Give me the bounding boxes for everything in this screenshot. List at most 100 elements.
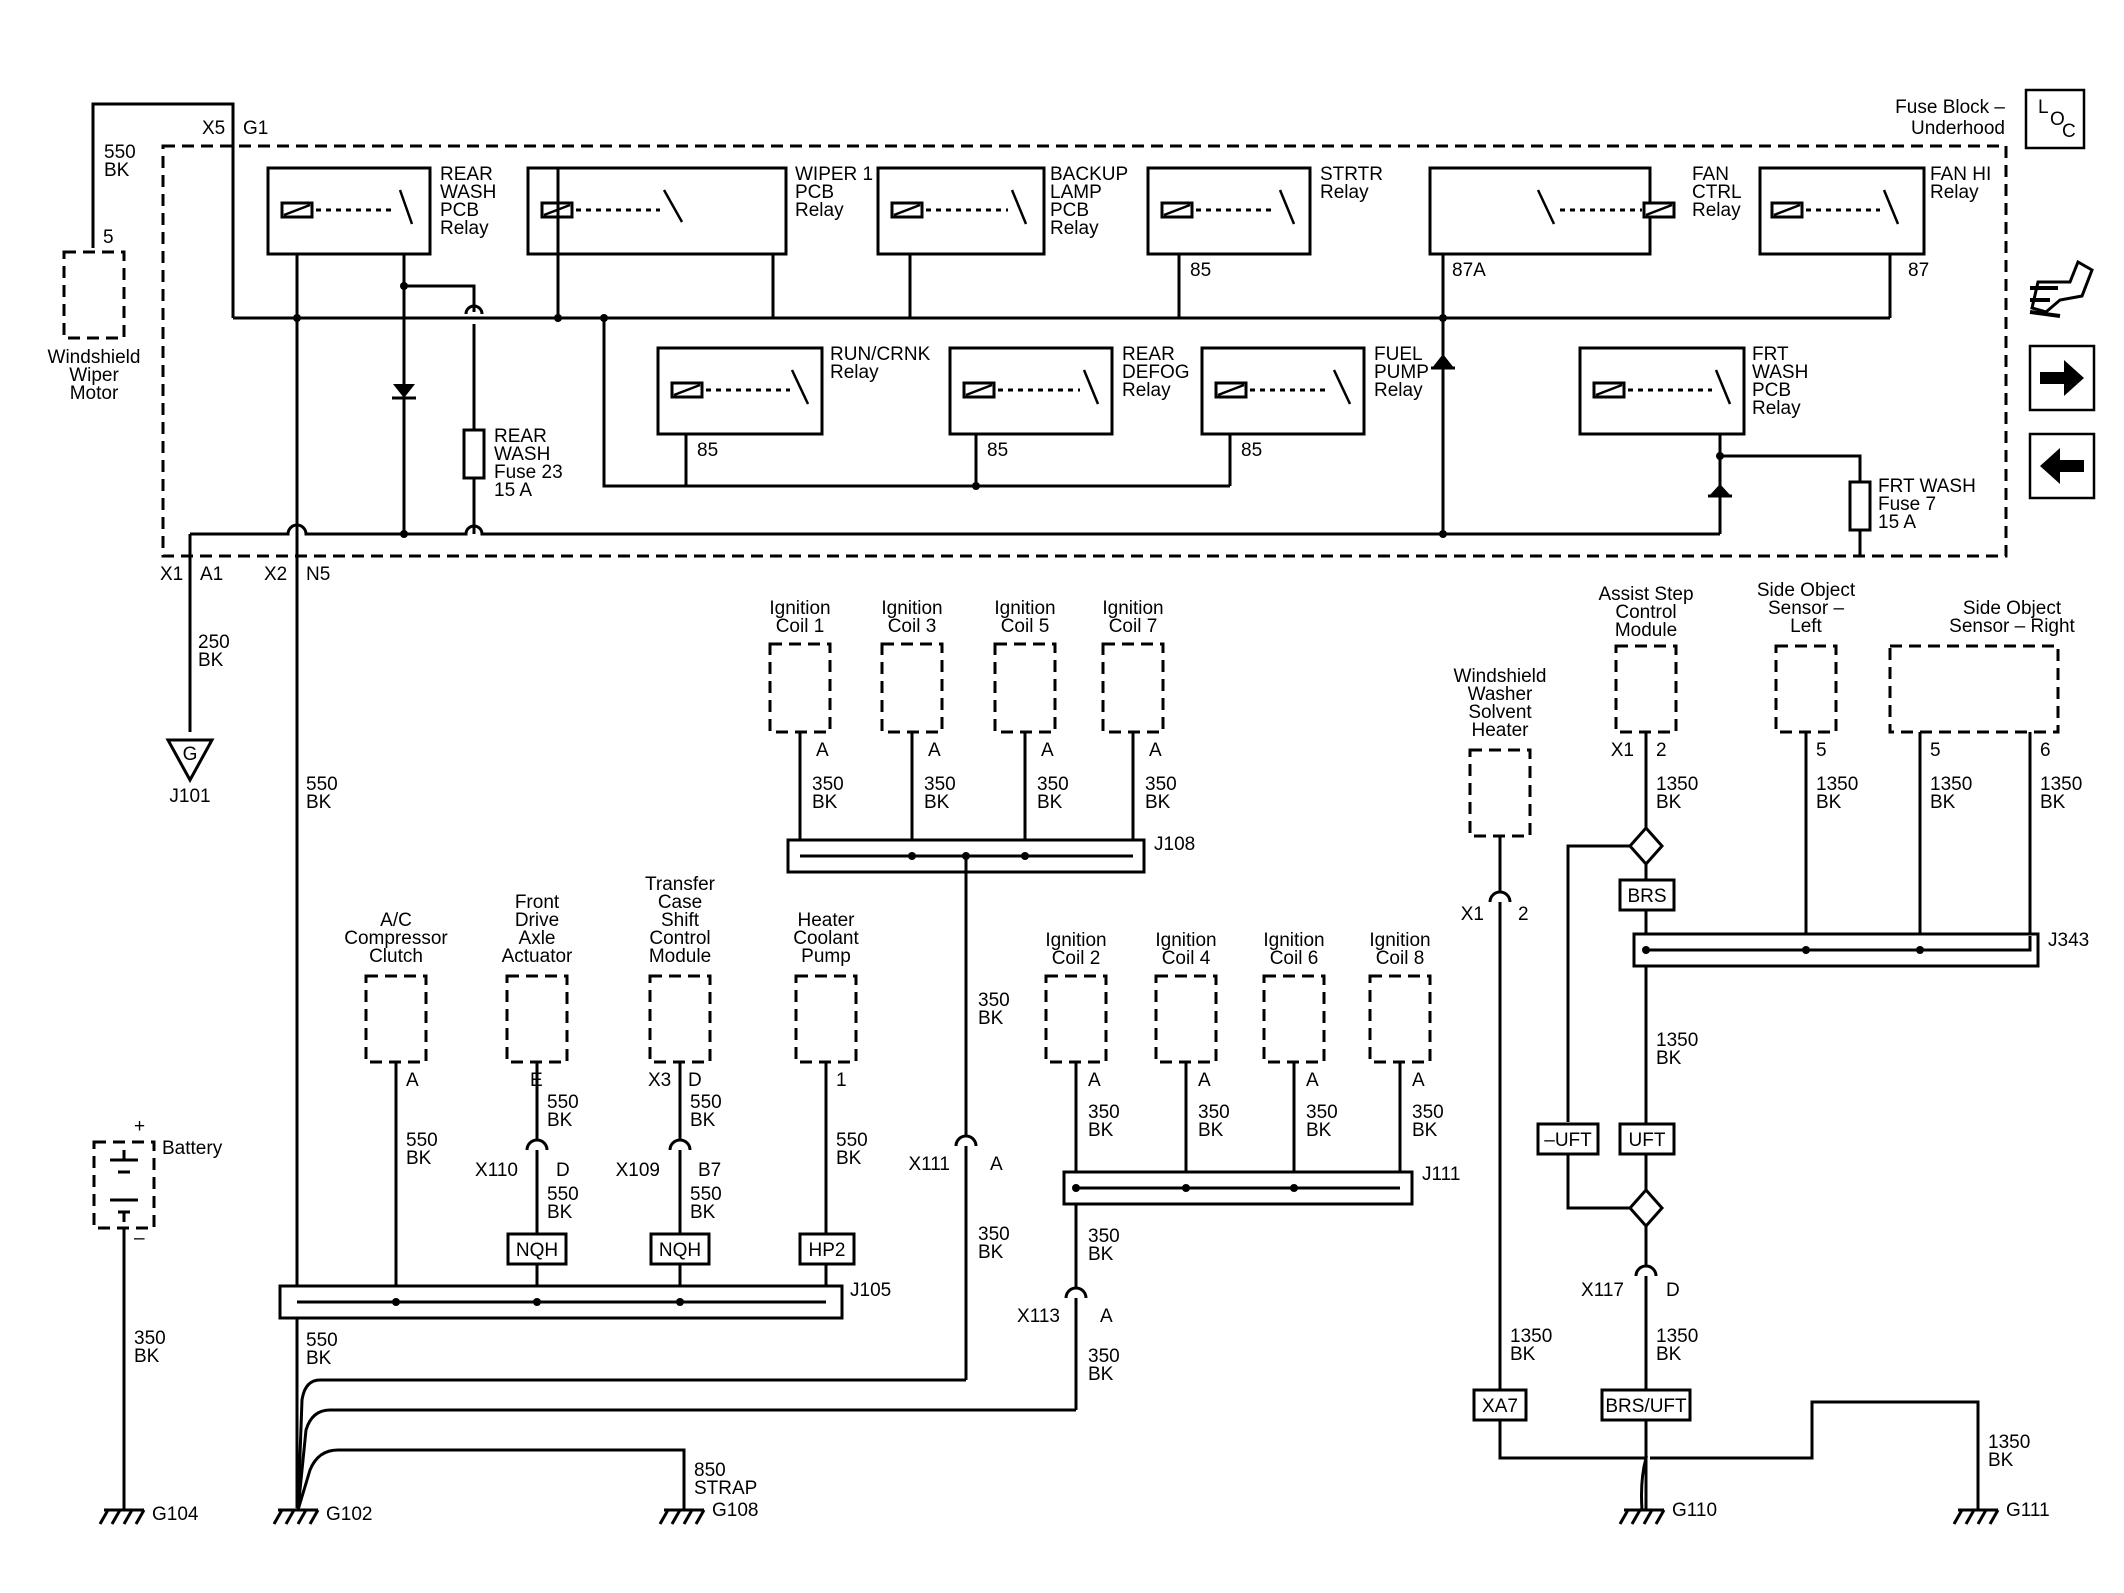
svg-text:X3: X3	[648, 1070, 671, 1091]
fuse-block-boundary	[161, 144, 2008, 558]
component-locator-icon[interactable]	[2029, 259, 2094, 318]
diode-frt-wash	[1709, 484, 1731, 496]
svg-text:550: 550	[836, 1130, 868, 1151]
fuse-rear-wash	[462, 428, 486, 480]
svg-text:A: A	[1100, 1306, 1113, 1327]
svg-text:350: 350	[134, 1328, 166, 1349]
svg-text:Clutch: Clutch	[369, 946, 423, 967]
svg-text:Assist Step: Assist Step	[1598, 584, 1693, 605]
svg-text:PUMP: PUMP	[1374, 362, 1429, 383]
wire-relay-row2-bus	[602, 318, 1230, 488]
svg-text:BK: BK	[1930, 792, 1956, 813]
option-diamond-top	[1627, 825, 1665, 867]
svg-text:PCB: PCB	[1752, 380, 1791, 401]
svg-text:STRAP: STRAP	[694, 1478, 757, 1499]
svg-text:A: A	[928, 740, 941, 761]
ac-compressor-clutch: A/C Compressor Clutch	[344, 910, 448, 1064]
svg-text:Module: Module	[1615, 620, 1677, 641]
svg-text:BK: BK	[406, 1148, 432, 1169]
fuse-block-title-2: Underhood	[1911, 118, 2005, 139]
svg-text:Relay: Relay	[1320, 182, 1369, 203]
svg-text:250: 250	[198, 632, 230, 653]
svg-text:BK: BK	[198, 650, 224, 671]
svg-text:Actuator: Actuator	[502, 946, 573, 967]
svg-text:G102: G102	[326, 1504, 372, 1525]
svg-text:15 A: 15 A	[1878, 512, 1916, 533]
ground-bus-x1	[190, 523, 1720, 536]
svg-text:85: 85	[987, 440, 1008, 461]
svg-text:Relay: Relay	[1752, 398, 1801, 419]
svg-text:350: 350	[978, 990, 1010, 1011]
svg-text:5: 5	[1930, 740, 1941, 761]
svg-text:A: A	[1306, 1070, 1319, 1091]
svg-text:350: 350	[924, 774, 956, 795]
svg-text:D: D	[688, 1070, 702, 1091]
svg-text:Ignition: Ignition	[1155, 930, 1216, 951]
svg-text:Coil 6: Coil 6	[1270, 948, 1319, 969]
ground-g104: G104	[98, 1504, 199, 1525]
svg-text:D: D	[1666, 1280, 1680, 1301]
windshield-washer-solvent-heater: Windshield Washer Solvent Heater	[1454, 666, 1546, 838]
svg-text:Relay: Relay	[1122, 380, 1171, 401]
ignition-coil-7: Ignition Coil 7	[1101, 598, 1165, 734]
svg-text:15 A: 15 A	[494, 480, 532, 501]
ground-g111: G111	[1952, 1500, 2050, 1525]
ignition-coil-8: Ignition Coil 8	[1368, 930, 1432, 1064]
svg-text:1350: 1350	[1656, 1326, 1698, 1347]
svg-text:BK: BK	[134, 1346, 160, 1367]
svg-text:FRT: FRT	[1752, 344, 1789, 365]
svg-text:Ignition: Ignition	[1369, 930, 1430, 951]
svg-text:BK: BK	[1656, 792, 1682, 813]
svg-text:1350: 1350	[1930, 774, 1972, 795]
previous-page-arrow-icon[interactable]	[2028, 432, 2096, 500]
svg-text:L: L	[2038, 97, 2049, 118]
svg-text:J105: J105	[850, 1280, 891, 1301]
windshield-wiper-motor	[62, 250, 126, 340]
ignition-coil-1: Ignition Coil 1	[768, 598, 832, 734]
next-page-arrow-icon[interactable]	[2028, 344, 2096, 412]
svg-text:Left: Left	[1790, 616, 1822, 637]
svg-text:G111: G111	[2006, 1500, 2050, 1521]
option-box-not-uft	[1536, 1122, 1600, 1156]
svg-text:X1: X1	[1611, 740, 1634, 761]
side-object-sensor-right: Side Object Sensor – Right	[1888, 598, 2076, 734]
svg-text:1350: 1350	[2040, 774, 2082, 795]
svg-text:BK: BK	[547, 1202, 573, 1223]
svg-text:BK: BK	[924, 792, 950, 813]
svg-text:BK: BK	[1088, 1364, 1114, 1385]
svg-text:G108: G108	[712, 1500, 758, 1521]
svg-text:2: 2	[1656, 740, 1667, 761]
ignition-coil-3: Ignition Coil 3	[880, 598, 944, 734]
svg-text:Coil 1: Coil 1	[776, 616, 825, 637]
svg-text:CTRL: CTRL	[1692, 182, 1742, 203]
svg-text:G110: G110	[1672, 1500, 1717, 1521]
svg-text:BK: BK	[1510, 1344, 1536, 1365]
relay-fan-hi: FAN HI Relay	[1758, 164, 1991, 256]
svg-text:Ignition: Ignition	[1102, 598, 1163, 619]
svg-text:J343: J343	[2048, 930, 2089, 951]
svg-text:X113: X113	[1017, 1306, 1060, 1327]
svg-text:BK: BK	[306, 1348, 332, 1369]
ignition-coil-4: Ignition Coil 4	[1154, 930, 1218, 1064]
svg-text:87: 87	[1908, 260, 1929, 281]
svg-text:X1: X1	[1461, 904, 1484, 925]
svg-text:WASH: WASH	[1752, 362, 1808, 383]
svg-text:X2: X2	[264, 564, 287, 585]
svg-text:X111: X111	[908, 1154, 950, 1175]
svg-text:Battery: Battery	[162, 1138, 223, 1159]
svg-text:87A: 87A	[1452, 260, 1486, 281]
svg-text:Transfer: Transfer	[645, 874, 716, 895]
svg-text:Ignition: Ignition	[1045, 930, 1106, 951]
svg-text:BK: BK	[1198, 1120, 1224, 1141]
svg-text:BK: BK	[690, 1202, 716, 1223]
ignition-coil-2: Ignition Coil 2	[1044, 930, 1108, 1064]
svg-text:J101: J101	[169, 786, 210, 807]
loc-icon[interactable]: L O C	[2024, 88, 2086, 150]
relay-rear-wash-pcb: REAR WASH PCB Relay	[266, 164, 496, 256]
connector-x109	[668, 1138, 692, 1151]
relay-strtr: STRTR Relay	[1146, 164, 1383, 256]
svg-text:350: 350	[978, 1224, 1010, 1245]
svg-text:Relay: Relay	[830, 362, 879, 383]
svg-text:REAR: REAR	[440, 164, 493, 185]
